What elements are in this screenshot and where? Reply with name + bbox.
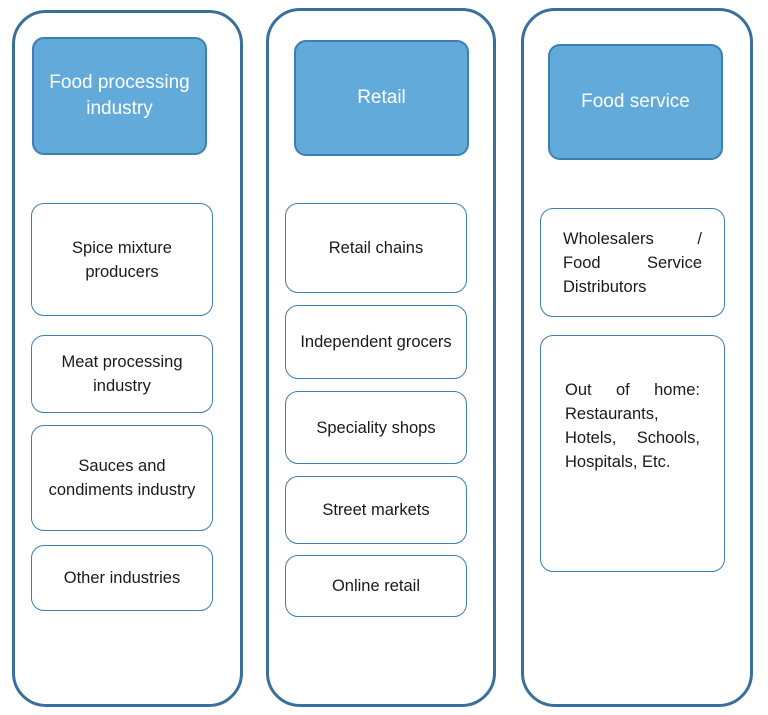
item-wholesalers-distributors: Wholesalers / Food Service Distributors — [540, 208, 725, 317]
item-street-markets: Street markets — [285, 476, 467, 544]
item-speciality-shops: Speciality shops — [285, 391, 467, 464]
header-food-service-label: Food service — [581, 91, 690, 112]
item-sauces-condiments-industry: Sauces and condiments industry — [31, 425, 213, 531]
item-meat-processing-industry: Meat processing industry — [31, 335, 213, 413]
header-retail-label: Retail — [357, 87, 406, 108]
header-food-service: Food service — [548, 44, 723, 160]
header-food-processing: Food processing industry — [32, 37, 207, 155]
item-spice-mixture-producers: Spice mixture producers — [31, 203, 213, 316]
item-retail-chains: Retail chains — [285, 203, 467, 293]
header-retail: Retail — [294, 40, 469, 156]
item-online-retail: Online retail — [285, 555, 467, 617]
item-other-industries: Other industries — [31, 545, 213, 611]
item-independent-grocers: Independent grocers — [285, 305, 467, 379]
item-out-of-home: Out of home: Restaurants, Hotels, School… — [540, 335, 725, 572]
header-food-processing-label: Food processing industry — [49, 72, 190, 119]
